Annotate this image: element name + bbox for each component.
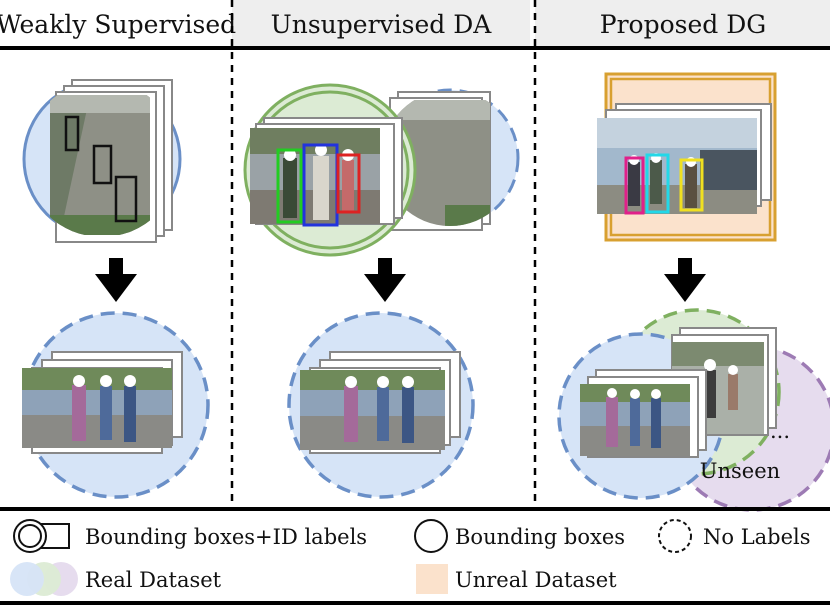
- header-unsupervised-da: Unsupervised DA: [271, 10, 493, 39]
- legend-unreal-label: Unreal Dataset: [455, 568, 617, 592]
- legend-no-labels: No Labels: [658, 519, 811, 553]
- header-weakly-supervised: Weakly Supervised: [0, 10, 236, 39]
- header-proposed-dg: Proposed DG: [600, 10, 766, 39]
- down-arrow: [364, 258, 406, 302]
- street-photo: [300, 370, 445, 450]
- legend-real-dataset: Real Dataset: [10, 562, 222, 596]
- person-box-green: [276, 148, 303, 224]
- unreal-source-box: [597, 72, 777, 242]
- legend-bbox-id: Bounding boxes+ID labels: [13, 519, 367, 553]
- legend-bbox: Bounding boxes: [414, 519, 625, 553]
- person-box-cyan: [645, 153, 670, 214]
- person-box-pink: [624, 156, 645, 215]
- unseen-label: Unseen: [700, 459, 780, 483]
- down-arrow: [664, 258, 706, 302]
- legend-unreal-dataset: Unreal Dataset: [416, 564, 617, 594]
- legend-bbox-label: Bounding boxes: [455, 525, 625, 549]
- legend-bbox-id-label: Bounding boxes+ID labels: [85, 525, 367, 549]
- header-bar: Weakly Supervised Unsupervised DA Propos…: [0, 0, 830, 50]
- ellipsis-label: ...: [770, 419, 790, 443]
- person-box: [92, 144, 113, 185]
- legend-no-labels-label: No Labels: [703, 525, 811, 549]
- weakly-target-circle: [22, 311, 210, 499]
- person-box-red: [336, 153, 361, 214]
- synthetic-scene-image: [597, 118, 757, 214]
- legend-real-label: Real Dataset: [85, 568, 222, 592]
- down-arrow: [95, 258, 137, 302]
- person-box: [64, 115, 80, 152]
- street-photo: [22, 368, 172, 448]
- da-labeled-circle: [243, 83, 417, 257]
- da-target-circle: [287, 311, 475, 499]
- weakly-source-circle: [22, 79, 182, 243]
- person-box: [114, 175, 138, 223]
- dg-target-domains: ... Unseen: [557, 308, 830, 512]
- person-box-yellow: [679, 158, 704, 212]
